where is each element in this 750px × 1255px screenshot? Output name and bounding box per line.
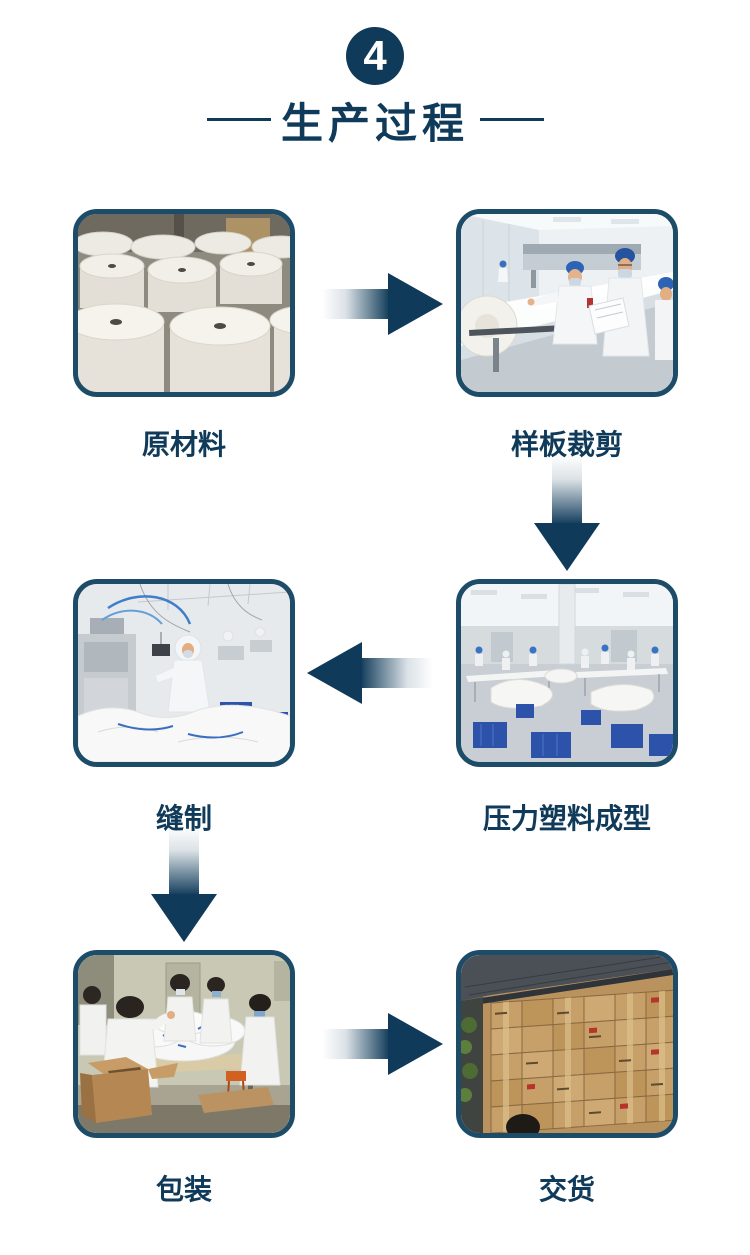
arrow-head bbox=[388, 1013, 443, 1075]
photo-caption-sample-cutting: 样板裁剪 bbox=[510, 429, 623, 460]
photo-card-sewing bbox=[73, 579, 295, 767]
gradient-arrow-left-icon bbox=[307, 642, 433, 704]
arrow-shaft bbox=[552, 455, 582, 525]
gradient-arrow-right-icon bbox=[322, 273, 443, 335]
arrow-shaft bbox=[322, 289, 390, 319]
arrow-shaft bbox=[322, 1029, 390, 1059]
arrow-head bbox=[151, 894, 217, 942]
pressure-molding-photo-image bbox=[461, 584, 673, 762]
gradient-arrow-down-icon bbox=[534, 455, 601, 571]
arrow-shaft bbox=[169, 826, 199, 896]
photo-card-delivery bbox=[456, 950, 678, 1138]
step-number: 4 bbox=[363, 32, 387, 79]
photo-card-pressure-molding bbox=[456, 579, 678, 767]
photo-card-sample-cutting bbox=[456, 209, 678, 397]
photo-card-packaging bbox=[73, 950, 295, 1138]
photo-caption-delivery: 交货 bbox=[538, 1174, 595, 1205]
photo-caption-pressure-molding: 压力塑料成型 bbox=[482, 803, 651, 834]
photo-caption-raw-materials: 原材料 bbox=[141, 429, 226, 460]
step-number-badge: 4 bbox=[346, 27, 404, 85]
title-rule-right bbox=[480, 118, 544, 121]
arrow-head bbox=[307, 642, 362, 704]
gradient-arrow-down-icon bbox=[151, 826, 218, 942]
photo-card-raw-materials bbox=[73, 209, 295, 397]
arrow-head bbox=[388, 273, 443, 335]
title-rule-left bbox=[207, 118, 271, 121]
raw-materials-photo-image bbox=[78, 214, 290, 392]
photo-caption-packaging: 包装 bbox=[155, 1174, 212, 1205]
packaging-photo-image bbox=[78, 955, 290, 1133]
arrow-shaft bbox=[360, 658, 433, 688]
delivery-photo-image bbox=[461, 955, 673, 1133]
section-title: 生产过程 bbox=[280, 100, 469, 147]
sewing-photo-image bbox=[78, 584, 290, 762]
arrow-head bbox=[534, 523, 600, 571]
sample-cutting-photo-image bbox=[461, 214, 673, 392]
gradient-arrow-right-icon bbox=[322, 1013, 443, 1075]
